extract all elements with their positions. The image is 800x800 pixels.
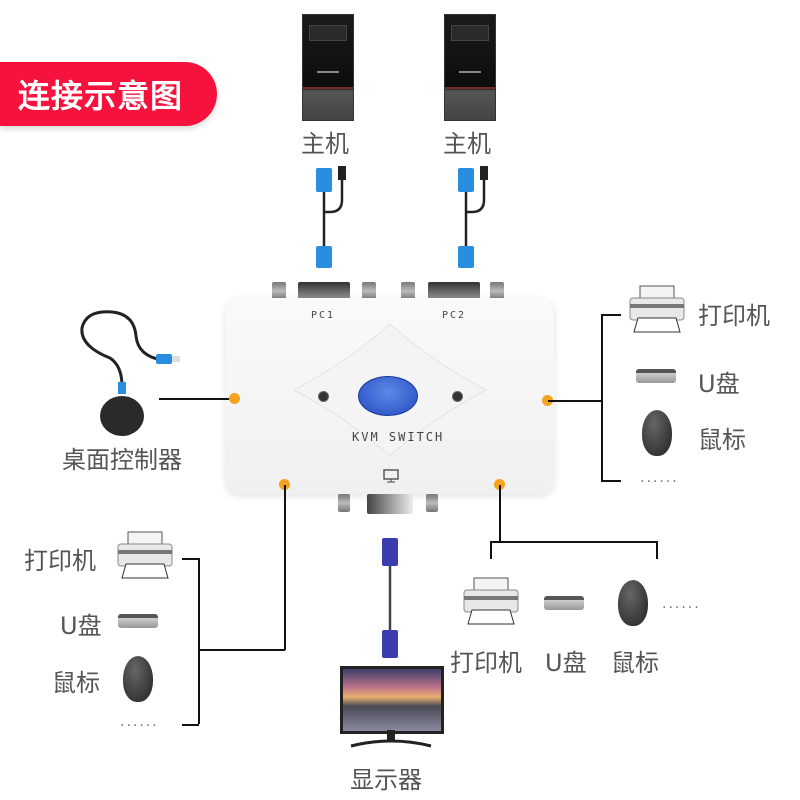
kvm-pc2-port xyxy=(428,282,480,300)
bottom-device-more: ...... xyxy=(662,596,701,612)
connector-dot-bottom-left xyxy=(279,479,290,490)
right-device-more: ...... xyxy=(640,470,679,486)
desk-controller-icon xyxy=(80,310,180,436)
kvm-monitor-port xyxy=(367,494,413,514)
usb-drive-icon xyxy=(544,596,584,610)
left-device-label-usb: U盘 xyxy=(60,612,102,640)
bottom-device-label-printer: 打印机 xyxy=(450,649,522,677)
bracket-line xyxy=(601,480,621,482)
bracket-line xyxy=(490,541,657,543)
screw-icon xyxy=(318,391,329,402)
kvm-port-screw xyxy=(338,494,350,512)
mouse-icon xyxy=(123,656,153,702)
bracket-line xyxy=(601,314,603,480)
monitor-stand-icon xyxy=(350,730,432,748)
connector-line xyxy=(198,649,285,651)
display-label: 显示器 xyxy=(350,766,422,794)
bottom-device-label-mouse: 鼠标 xyxy=(611,649,659,677)
right-device-label-usb: U盘 xyxy=(698,370,740,398)
connector-dot-left xyxy=(229,393,240,404)
page-title: 连接示意图 xyxy=(18,77,184,115)
kvm-port-screw xyxy=(401,282,415,300)
bracket-line xyxy=(656,541,658,559)
kvm-port-screw xyxy=(272,282,286,300)
vga-usb-cable-icon-2 xyxy=(458,166,488,268)
bracket-line xyxy=(601,314,621,316)
title-banner: 连接示意图 xyxy=(0,62,217,126)
screw-icon xyxy=(452,391,463,402)
bracket-line xyxy=(490,541,492,559)
kvm-port-screw xyxy=(490,282,504,300)
desk-controller-label: 桌面控制器 xyxy=(62,446,182,474)
right-device-label-printer: 打印机 xyxy=(698,302,770,330)
host-label-1: 主机 xyxy=(301,130,349,158)
left-device-label-mouse: 鼠标 xyxy=(52,669,100,697)
monitor-display-icon xyxy=(340,666,444,734)
printer-icon xyxy=(629,285,685,333)
vga-cable-icon xyxy=(382,538,398,658)
bracket-line xyxy=(182,724,199,726)
kvm-pc1-port xyxy=(298,282,350,300)
connector-dot-bottom-right xyxy=(494,479,505,490)
pc-tower-icon-2 xyxy=(444,14,496,121)
monitor-icon xyxy=(383,469,399,483)
kvm-name-label: KVM SWITCH xyxy=(352,430,445,444)
kvm-port-label-pc2: PC2 xyxy=(442,310,467,321)
kvm-switch-button[interactable] xyxy=(358,376,418,416)
bracket-line xyxy=(182,558,199,560)
kvm-port-screw xyxy=(426,494,438,512)
mouse-icon xyxy=(618,580,648,626)
usb-drive-icon xyxy=(118,614,158,628)
left-device-label-printer: 打印机 xyxy=(24,547,96,575)
connector-line xyxy=(499,485,501,541)
connector-line xyxy=(548,400,602,402)
right-device-label-mouse: 鼠标 xyxy=(698,426,746,454)
bottom-device-label-usb: U盘 xyxy=(545,649,587,677)
host-label-2: 主机 xyxy=(443,130,491,158)
printer-icon xyxy=(117,531,173,579)
mouse-icon xyxy=(642,410,672,456)
connector-line xyxy=(159,398,229,400)
usb-drive-icon xyxy=(636,369,676,383)
bracket-line xyxy=(198,558,200,724)
vga-usb-cable-icon-1 xyxy=(316,166,346,268)
connector-dot-right xyxy=(542,395,553,406)
printer-icon xyxy=(463,577,519,625)
kvm-port-label-pc1: PC1 xyxy=(311,310,336,321)
kvm-port-screw xyxy=(362,282,376,300)
connector-line xyxy=(284,485,286,650)
left-device-more: ...... xyxy=(120,714,159,730)
pc-tower-icon-1 xyxy=(302,14,354,121)
